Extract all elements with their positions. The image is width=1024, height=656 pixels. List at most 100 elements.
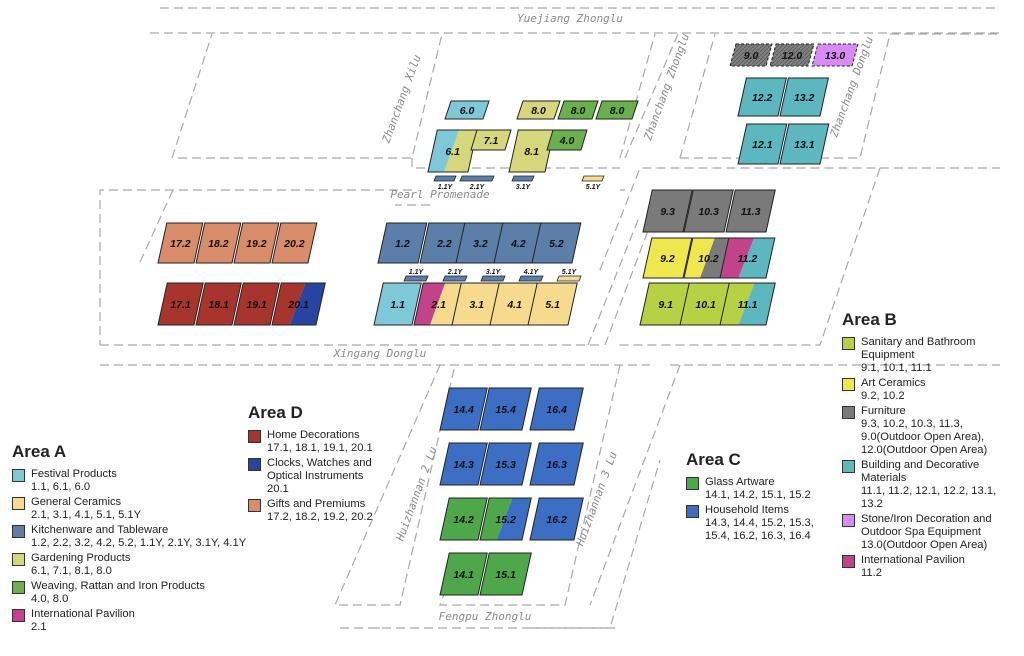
hall-part bbox=[720, 283, 755, 325]
legend-halls: 14.1, 14.2, 15.1, 15.2 bbox=[705, 489, 811, 501]
hall-label: 17.2 bbox=[170, 238, 191, 250]
hall-label: 15.1 bbox=[495, 569, 516, 581]
hall-label: 12.0 bbox=[782, 50, 803, 62]
swatch-kitchenware bbox=[12, 525, 25, 538]
legend-halls: 1.1, 6.1, 6.0 bbox=[31, 481, 91, 493]
hall-shape bbox=[459, 175, 495, 182]
hall-3-2: 3.2 bbox=[455, 222, 506, 264]
hall-shape bbox=[529, 442, 584, 486]
legend-name: Weaving, Rattan and Iron Products bbox=[31, 580, 205, 592]
hall-part bbox=[720, 238, 755, 278]
hall-shape bbox=[433, 175, 457, 182]
road-outlines bbox=[99, 7, 1000, 629]
hall-label: 10.2 bbox=[698, 253, 719, 265]
legend-halls: 13.0(Outdoor Open Area) bbox=[861, 539, 988, 551]
legend-name: Kitchenware and Tableware bbox=[31, 524, 169, 536]
hall-8-1: 8.1 bbox=[508, 129, 555, 173]
hall-part bbox=[738, 283, 776, 325]
hall-label: 15.3 bbox=[495, 459, 516, 471]
hall-14-1: 14.1 bbox=[439, 552, 488, 596]
hall-label: 4.0 bbox=[559, 135, 575, 147]
hall-shape bbox=[373, 282, 422, 326]
legend-name: Art Ceramics bbox=[861, 377, 926, 389]
hall-label: 14.2 bbox=[453, 514, 474, 526]
hall-shape bbox=[725, 189, 776, 233]
hall-shape bbox=[479, 552, 532, 596]
hall-4-1: 4.1 bbox=[489, 282, 540, 326]
hall-shape bbox=[157, 222, 204, 264]
hall-label: 13.0 bbox=[825, 50, 846, 62]
hall-label: 19.1 bbox=[246, 299, 267, 311]
hall-5-1Y: 5.1Y bbox=[581, 175, 605, 191]
hall-8-0: 8.0 bbox=[557, 100, 599, 120]
hall-shape bbox=[233, 282, 280, 326]
hall-14-2: 14.2 bbox=[439, 497, 488, 541]
hall-shape bbox=[233, 222, 280, 264]
hall-shape bbox=[480, 275, 506, 282]
road-yuejiang-label: Yuejiang Zhonglu bbox=[517, 12, 623, 25]
hall-shape bbox=[195, 282, 242, 326]
hall-label: 13.2 bbox=[794, 92, 815, 104]
legend-area-c-title: Area C bbox=[686, 450, 741, 469]
hall-18-2: 18.2 bbox=[195, 222, 242, 264]
legend-halls: 2.1 bbox=[31, 621, 47, 633]
hall-shape bbox=[683, 189, 734, 233]
hall-label: 17.1 bbox=[170, 299, 191, 311]
hall-15-3: 15.3 bbox=[479, 442, 532, 486]
hall-6-0: 6.0 bbox=[444, 100, 490, 120]
hall-label: 9.1 bbox=[658, 299, 673, 311]
legend-name: Household Items bbox=[705, 504, 789, 516]
hall-7-1: 7.1 bbox=[470, 129, 512, 151]
hall-shape bbox=[439, 552, 488, 596]
legend-area-a-title: Area A bbox=[12, 442, 67, 461]
hall-9-0: 9.0 bbox=[729, 43, 773, 67]
hall-shape bbox=[377, 222, 428, 264]
hall-label: 8.1 bbox=[524, 146, 539, 158]
hall-shape bbox=[479, 442, 532, 486]
hall-12-2: 12.2 bbox=[737, 77, 787, 117]
legend-halls: 14.3, 14.4, 15.2, 15.3, 15.4, 16.2, 16.3… bbox=[705, 517, 814, 542]
legend-name: Building and Decorative Materials bbox=[861, 459, 980, 484]
hall-shape bbox=[529, 387, 584, 431]
legend-halls: 4.0, 8.0 bbox=[31, 593, 69, 605]
hall-16-3: 16.3 bbox=[529, 442, 584, 486]
hall-label: 11.1 bbox=[738, 299, 758, 311]
hall-17-2: 17.2 bbox=[157, 222, 204, 264]
hall-1-2: 1.2 bbox=[377, 222, 428, 264]
legend-name: Gardening Products bbox=[31, 552, 131, 564]
hall-label: 20.1 bbox=[287, 299, 309, 311]
hall-shape bbox=[779, 77, 829, 117]
hall-part bbox=[414, 283, 446, 325]
hall-label: 6.1 bbox=[445, 146, 460, 158]
swatch-intl-pavilion bbox=[842, 555, 855, 568]
hall-19-2: 19.2 bbox=[233, 222, 280, 264]
hall-14-4: 14.4 bbox=[439, 387, 488, 431]
hall-part bbox=[428, 130, 460, 172]
legend-name: Clocks, Watches and Optical Instruments bbox=[267, 457, 372, 482]
hall-1-1Y: 1.1Y bbox=[403, 269, 429, 282]
hall-label: 1.1Y bbox=[409, 269, 425, 276]
hall-15-2: 15.2 bbox=[479, 497, 532, 541]
hall-shape bbox=[195, 222, 242, 264]
legend-name: Sanitary and Bathroom Equipment bbox=[861, 336, 976, 361]
swatch-clocks bbox=[248, 458, 261, 471]
hall-label: 12.1 bbox=[752, 139, 773, 151]
hall-label: 12.2 bbox=[752, 92, 773, 104]
hall-label: 16.2 bbox=[546, 514, 567, 526]
hall-15-1: 15.1 bbox=[479, 552, 532, 596]
hall-14-3: 14.3 bbox=[439, 442, 488, 486]
legend-name: General Ceramics bbox=[31, 496, 122, 508]
hall-1-1Y: 1.1Y bbox=[433, 175, 457, 191]
hall-13-0: 13.0 bbox=[811, 43, 859, 67]
legend-name: Stone/Iron Decoration and Outdoor Spa Eq… bbox=[861, 513, 992, 538]
